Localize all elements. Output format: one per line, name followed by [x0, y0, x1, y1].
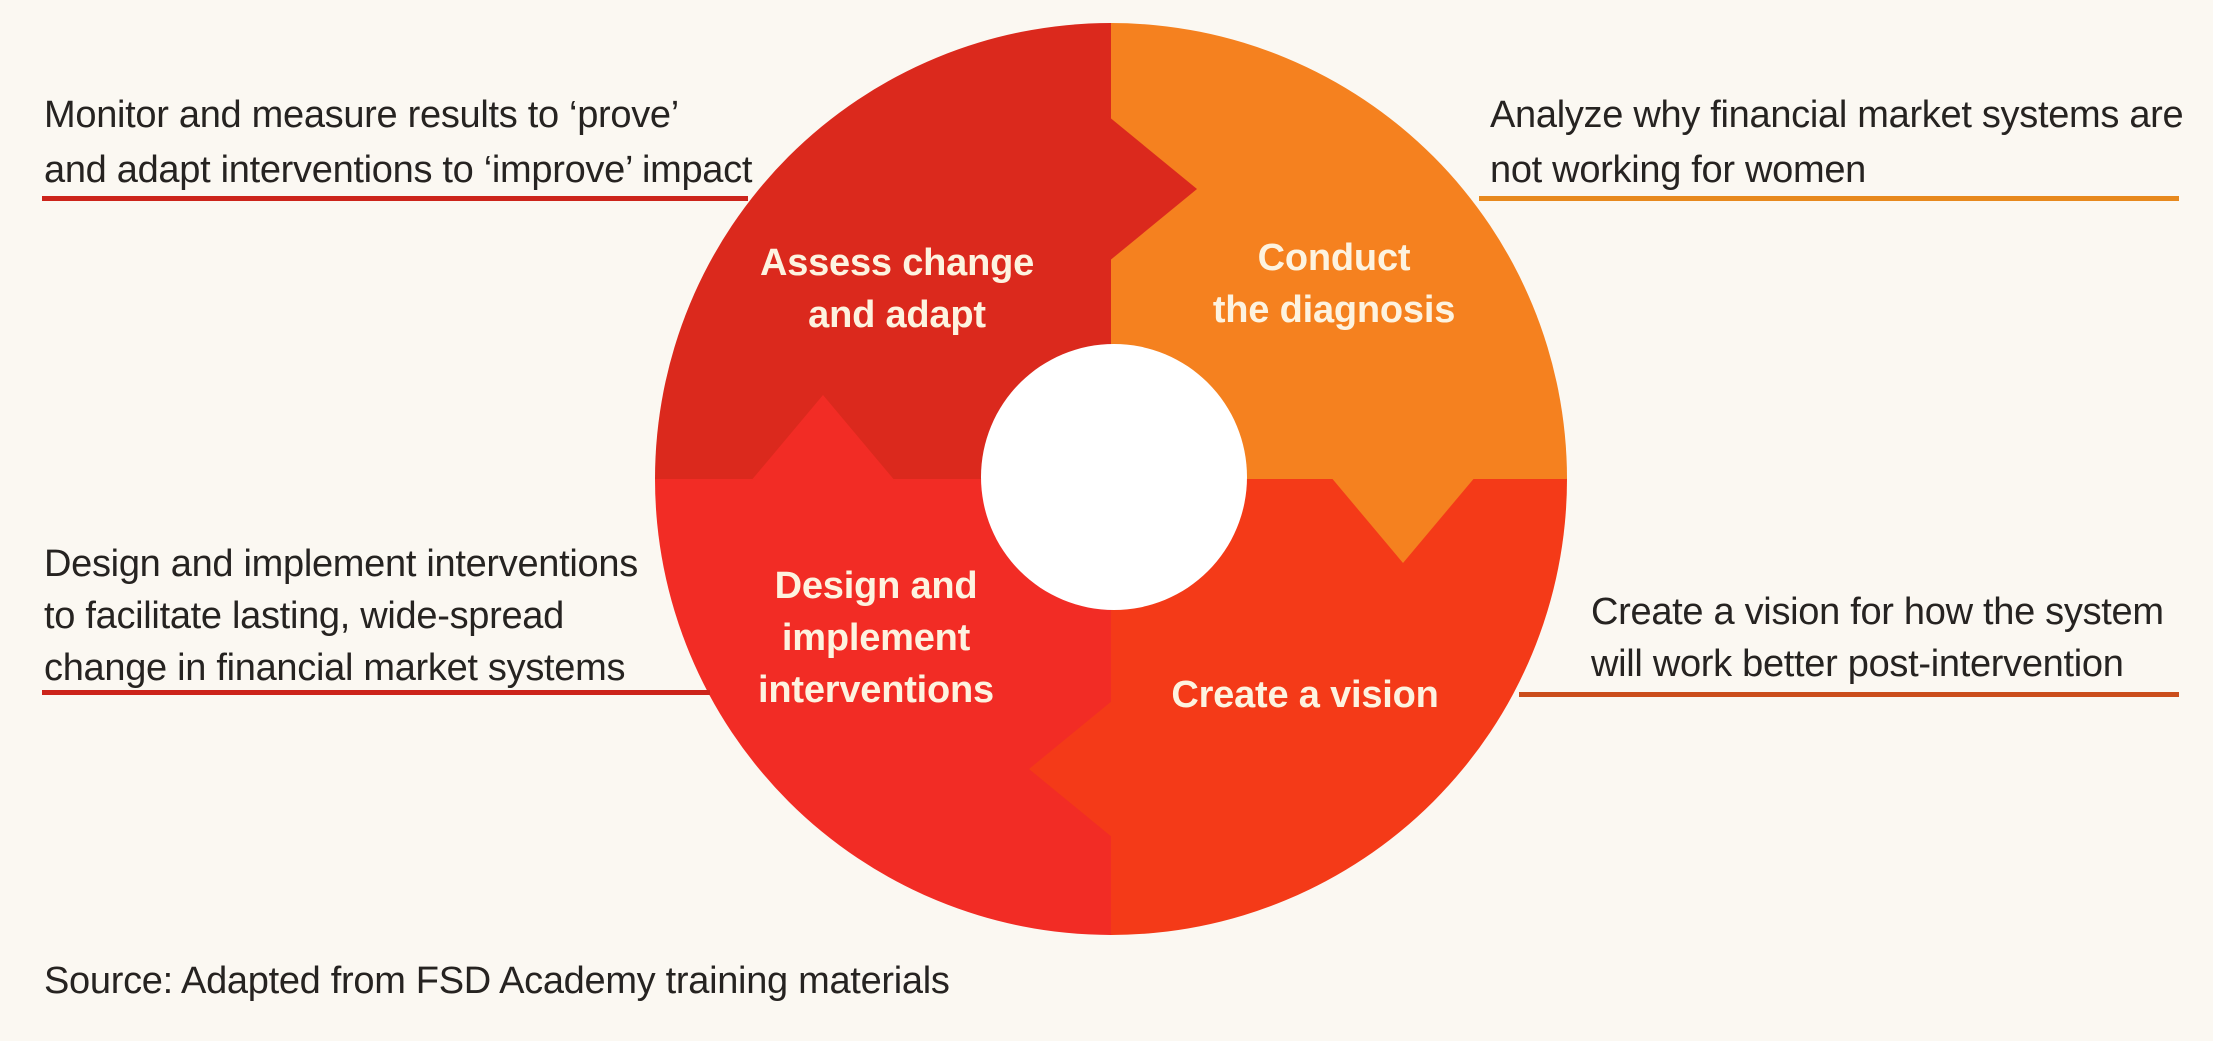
underline-top-right	[1479, 196, 2179, 201]
segment-label-conduct-the-diagnosis: Conduct the diagnosis	[1212, 237, 1456, 331]
source-note: Source: Adapted from FSD Academy trainin…	[44, 960, 950, 1002]
arrow-conduct-to-create-icon	[1330, 476, 1476, 563]
arrow-create-to-design-icon	[1029, 696, 1118, 842]
annotation-create-vision: Create a vision for how the system will …	[1591, 591, 2164, 685]
underline-bottom-right	[1519, 692, 2179, 697]
annotation-design-implement: Design and implement interventions to fa…	[44, 543, 638, 689]
segment-label-create-a-vision: Create a vision	[1171, 674, 1439, 716]
arrow-design-to-assess-icon	[750, 395, 896, 482]
segment-label-design-and-implement-interventions: Design and implement interventions	[758, 565, 994, 711]
underline-top-left	[42, 196, 748, 201]
arrow-assess-to-conduct-icon	[1108, 116, 1197, 262]
donut-hole	[981, 344, 1247, 610]
annotation-conduct-diagnosis: Analyze why financial market systems are…	[1490, 94, 2184, 191]
segment-conduct-the-diagnosis	[1111, 23, 1567, 479]
segment-design-and-implement-interventions	[655, 479, 1111, 935]
segment-assess-change-and-adapt	[655, 23, 1111, 479]
annotation-assess-change: Monitor and measure results to ‘prove’ a…	[44, 94, 753, 191]
segment-label-assess-change-and-adapt: Assess change and adapt	[759, 242, 1035, 336]
segment-create-a-vision	[1111, 479, 1567, 935]
underline-bottom-left	[42, 690, 710, 695]
